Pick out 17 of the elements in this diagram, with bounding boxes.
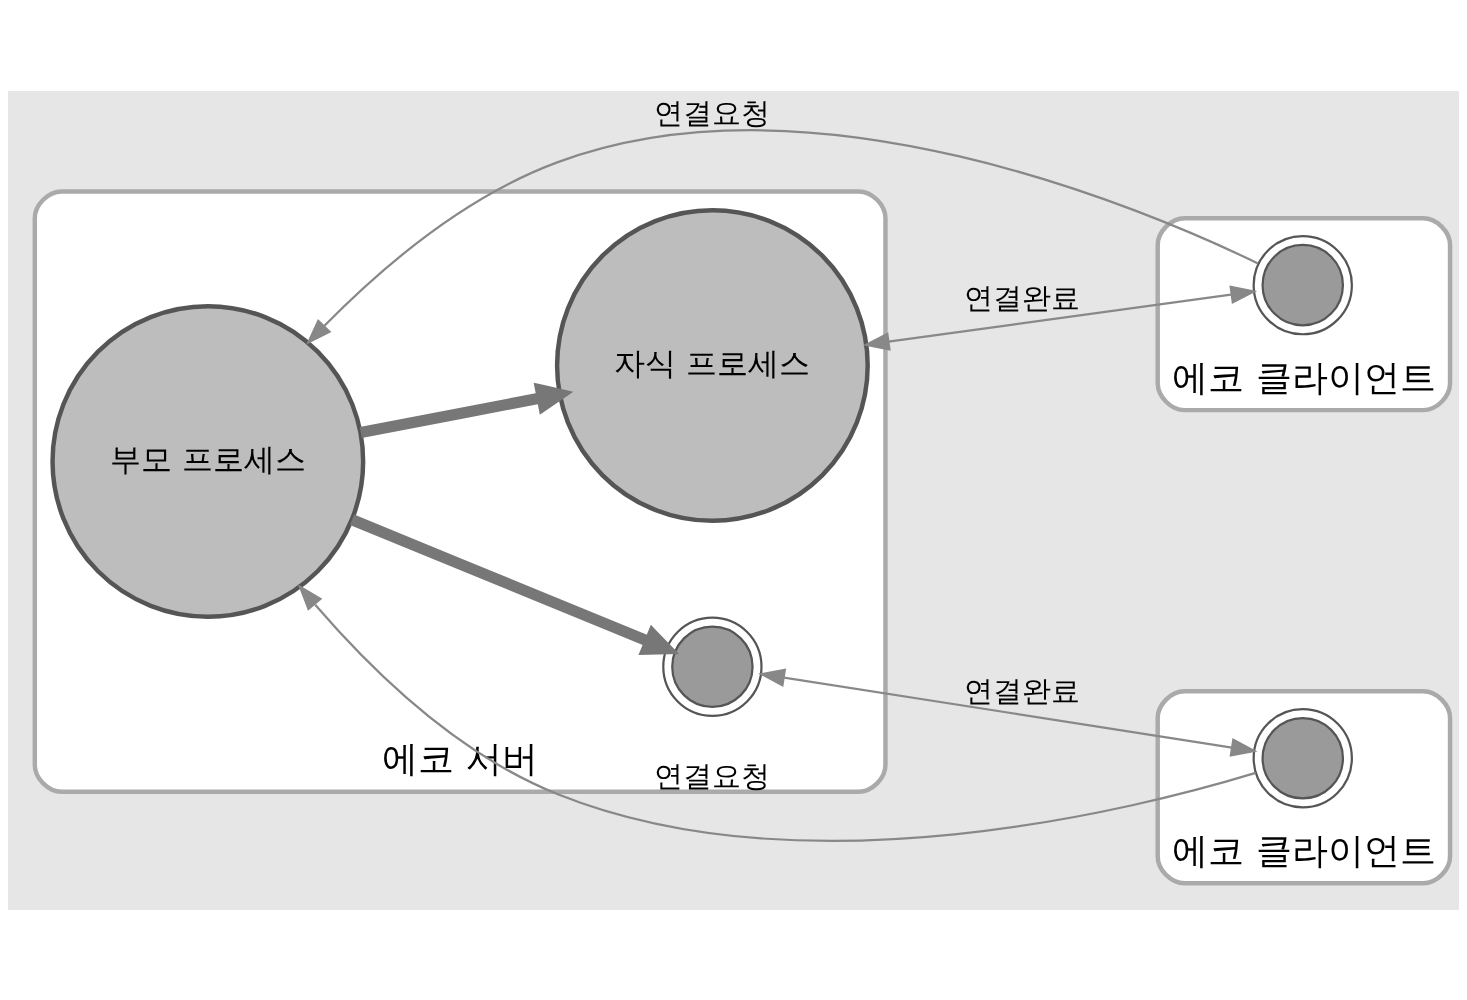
arrow <box>349 514 680 655</box>
edge-label: 연결완료 <box>963 280 1080 315</box>
arrow <box>862 284 1258 351</box>
cluster: 에코 클라이언트 <box>1155 215 1453 412</box>
edge-label: 연결완료 <box>963 673 1080 708</box>
edge-label: 연결요청 <box>654 95 771 130</box>
node-circle: 자식 프로세스 <box>554 207 870 523</box>
cluster: 에코 클라이언트 <box>1155 688 1453 885</box>
edge-label: 연결요청 <box>654 758 771 793</box>
arrow <box>758 667 1258 757</box>
arrow <box>359 382 574 438</box>
arrow <box>306 128 1259 345</box>
node-gear <box>662 616 763 717</box>
node-gear <box>1252 234 1353 335</box>
node-gear <box>1252 707 1353 808</box>
node-circle: 부모 프로세스 <box>50 303 366 619</box>
arrow <box>297 583 1256 842</box>
